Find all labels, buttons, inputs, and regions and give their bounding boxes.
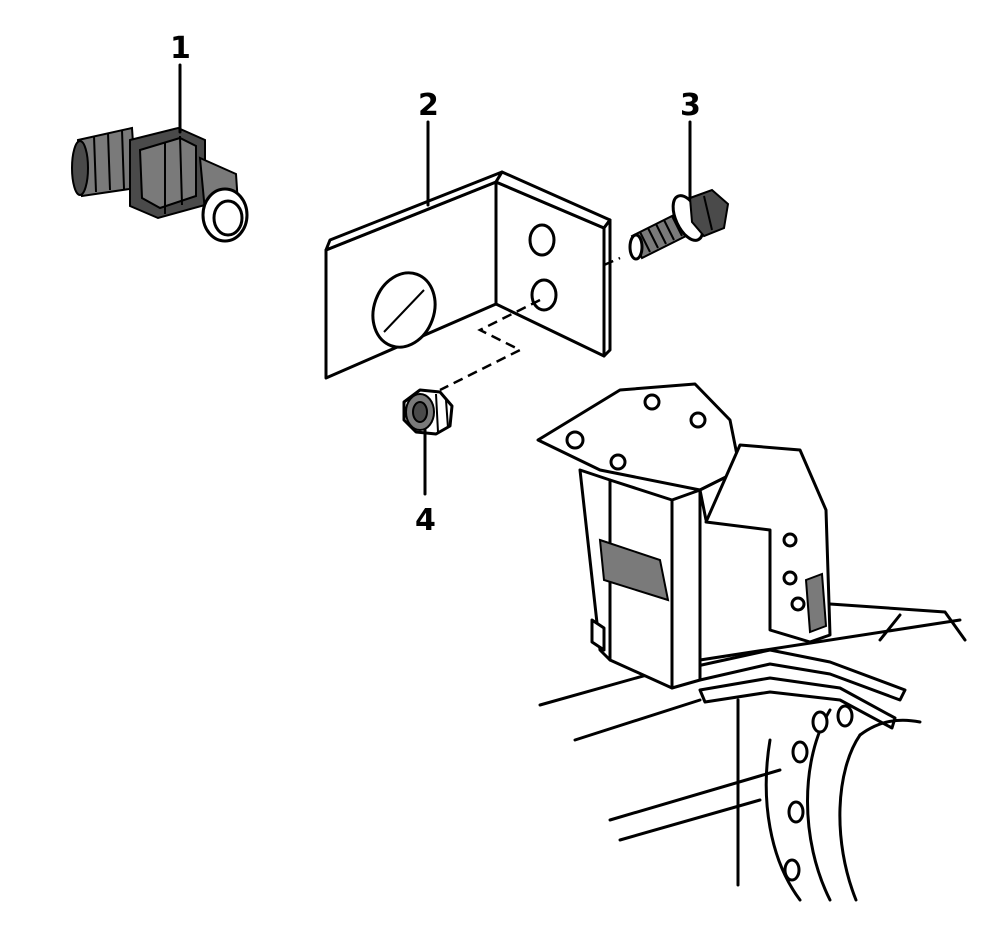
- callout-3: 3: [680, 88, 701, 123]
- vehicle-frame-mount: [536, 382, 967, 902]
- part-3-bolt: [628, 188, 730, 261]
- part-2-bracket: [324, 170, 612, 380]
- assembly-line-nut: [439, 298, 541, 392]
- callout-1: 1: [170, 31, 191, 66]
- part-1-hose-connector: [71, 126, 249, 243]
- callout-2: 2: [418, 88, 439, 123]
- part-4-nut: [402, 388, 454, 436]
- callout-4: 4: [415, 503, 436, 538]
- assembly-line-bolt: [603, 256, 621, 267]
